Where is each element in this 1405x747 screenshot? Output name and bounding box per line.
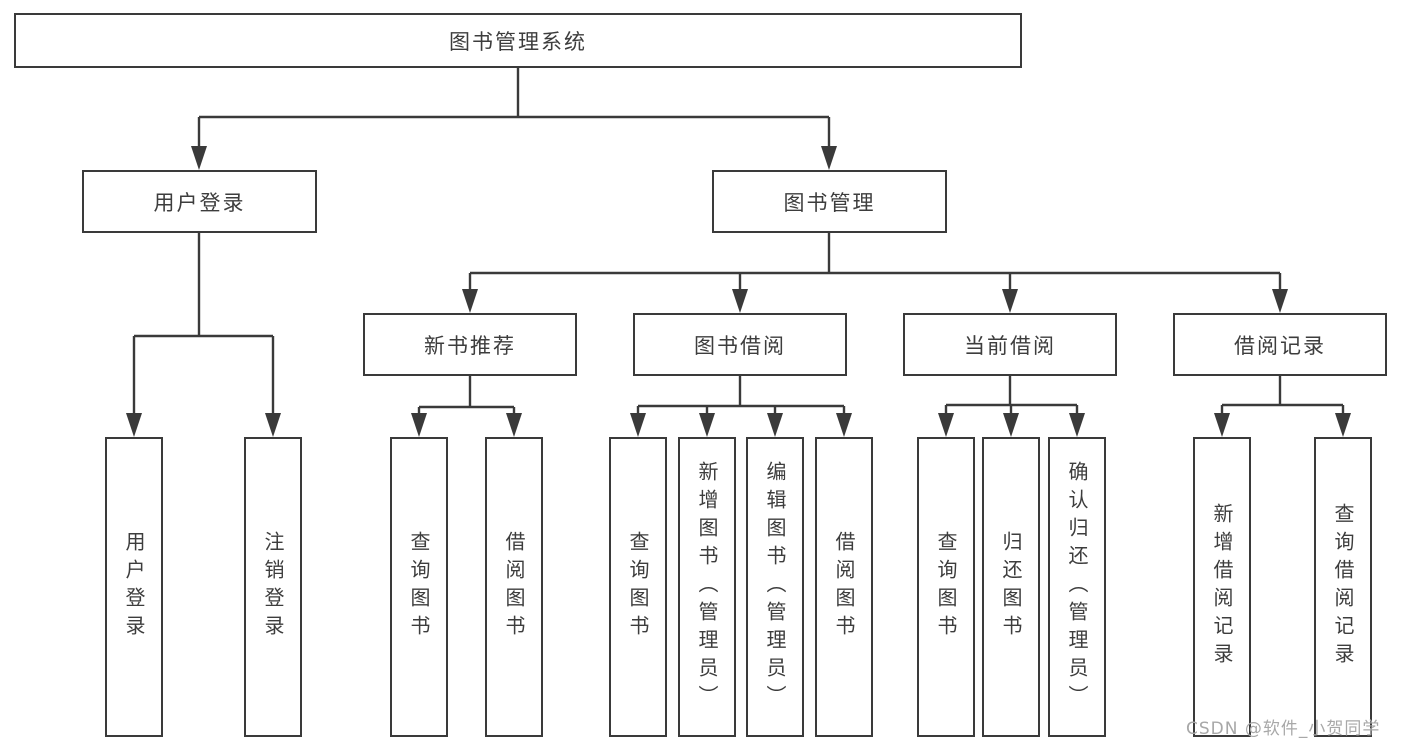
arrowheads	[126, 146, 1351, 437]
arrow-icon	[1272, 289, 1288, 313]
node-borrow-records: 借阅记录	[1173, 313, 1387, 376]
node-label: 编辑图书（管理员）	[763, 461, 787, 713]
arrow-icon	[836, 413, 852, 437]
node-label: 确认归还（管理员）	[1065, 461, 1089, 713]
arrow-icon	[1003, 413, 1019, 437]
edge-current-to-leaves	[944, 376, 1079, 413]
node-label: 图书借阅	[694, 333, 786, 358]
node-label: 新增借阅记录	[1210, 503, 1234, 671]
edge-root-to-level2	[197, 68, 831, 146]
node-label: 当前借阅	[964, 333, 1056, 358]
node-label: 查询图书	[626, 531, 650, 643]
arrow-icon	[265, 413, 281, 437]
arrow-icon	[1069, 413, 1085, 437]
arrow-icon	[462, 289, 478, 313]
node-label: 查询图书	[934, 531, 958, 643]
watermark: CSDN @软件_小贺同学	[1186, 719, 1381, 739]
node-user-login: 用户登录	[82, 170, 317, 233]
arrow-icon	[191, 146, 207, 170]
node-new-book-recommend: 新书推荐	[363, 313, 577, 376]
node-label: 用户登录	[122, 531, 146, 643]
edge-recommend-to-leaves	[417, 376, 516, 413]
arrow-icon	[767, 413, 783, 437]
node-label: 借阅图书	[502, 531, 526, 643]
node-label: 归还图书	[999, 531, 1023, 643]
node-leaf-logout: 注销登录	[244, 437, 302, 737]
edge-bookmgmt-to-level3	[468, 233, 1282, 289]
node-leaf-borrow-books: 借阅图书	[815, 437, 873, 737]
node-label: 注销登录	[261, 531, 285, 643]
node-leaf-add-books-admin: 新增图书（管理员）	[678, 437, 736, 737]
node-leaf-query-books-borrow: 查询图书	[609, 437, 667, 737]
edge-records-to-leaves	[1220, 376, 1345, 413]
node-label: 用户登录	[153, 190, 246, 215]
node-leaf-query-books-recommend: 查询图书	[390, 437, 448, 737]
arrow-icon	[411, 413, 427, 437]
node-root-system: 图书管理系统	[14, 13, 1022, 68]
arrow-icon	[630, 413, 646, 437]
arrow-icon	[1214, 413, 1230, 437]
arrow-icon	[506, 413, 522, 437]
arrow-icon	[732, 289, 748, 313]
node-book-management: 图书管理	[712, 170, 947, 233]
node-book-borrow: 图书借阅	[633, 313, 847, 376]
node-label: 新增图书（管理员）	[695, 461, 719, 713]
node-label: 新书推荐	[424, 333, 516, 358]
edge-borrow-to-leaves	[636, 376, 846, 413]
node-leaf-query-books-current: 查询图书	[917, 437, 975, 737]
arrow-icon	[126, 413, 142, 437]
arrow-icon	[699, 413, 715, 437]
edge-userlogin-to-leaves	[132, 233, 275, 413]
node-leaf-add-borrow-record: 新增借阅记录	[1193, 437, 1251, 737]
node-leaf-borrow-books-recommend: 借阅图书	[485, 437, 543, 737]
node-label: 图书管理	[783, 190, 876, 215]
node-label: 借阅记录	[1234, 333, 1326, 358]
node-leaf-query-borrow-record: 查询借阅记录	[1314, 437, 1372, 737]
arrow-icon	[938, 413, 954, 437]
arrow-icon	[1002, 289, 1018, 313]
node-label: 查询图书	[407, 531, 431, 643]
arrow-icon	[1335, 413, 1351, 437]
node-leaf-confirm-return-admin: 确认归还（管理员）	[1048, 437, 1106, 737]
node-label: 图书管理系统	[449, 29, 587, 54]
node-label: 借阅图书	[832, 531, 856, 643]
node-leaf-return-books: 归还图书	[982, 437, 1040, 737]
node-leaf-edit-books-admin: 编辑图书（管理员）	[746, 437, 804, 737]
arrow-icon	[821, 146, 837, 170]
node-label: 查询借阅记录	[1331, 503, 1355, 671]
node-leaf-user-login: 用户登录	[105, 437, 163, 737]
node-current-borrow: 当前借阅	[903, 313, 1117, 376]
